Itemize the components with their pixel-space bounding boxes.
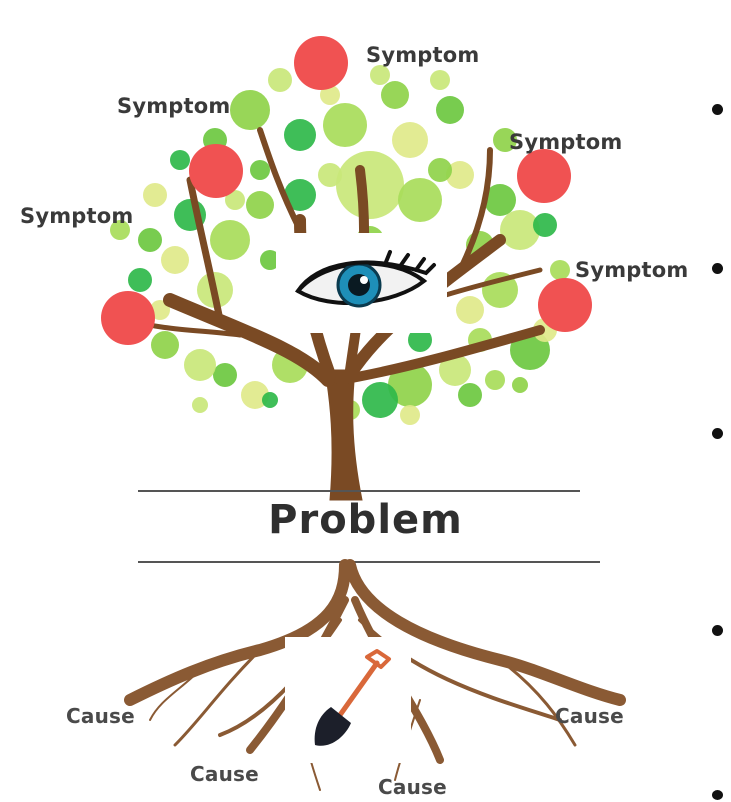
leaf-blob	[170, 150, 190, 170]
symptom-marker	[517, 149, 571, 203]
bullet-dot	[712, 428, 723, 439]
leaf-blob	[400, 405, 420, 425]
symptom-label-left: Symptom	[20, 204, 133, 228]
leaf-blob	[456, 296, 484, 324]
problem-label: Problem	[0, 497, 731, 543]
leaf-blob	[362, 382, 398, 418]
leaf-blob	[151, 331, 179, 359]
eye-panel	[276, 233, 447, 333]
cause-label-right: Cause	[555, 704, 624, 728]
leaf-blob	[392, 122, 428, 158]
leaf-blob	[284, 119, 316, 151]
symptom-label-right: Symptom	[575, 258, 688, 282]
cause-label-bottom-right: Cause	[378, 775, 447, 799]
leaf-blob	[161, 246, 189, 274]
leaf-blob	[398, 178, 442, 222]
leaf-blob	[485, 370, 505, 390]
leaf-blob	[143, 183, 167, 207]
leaf-blob	[500, 210, 540, 250]
leaf-blob	[262, 392, 278, 408]
leaf-blob	[550, 260, 570, 280]
symptom-marker	[294, 36, 348, 90]
leaf-blob	[192, 397, 208, 413]
shovel-panel	[285, 637, 411, 763]
leaf-blob	[436, 96, 464, 124]
leaf-blob	[430, 70, 450, 90]
symptom-marker	[538, 278, 592, 332]
leaf-blob	[336, 151, 404, 219]
symptom-label-top: Symptom	[366, 43, 479, 67]
leaf-blob	[533, 213, 557, 237]
leaf-blob	[138, 228, 162, 252]
leaf-blob	[318, 163, 342, 187]
leaf-blob	[268, 68, 292, 92]
symptom-marker	[101, 291, 155, 345]
leaf-blob	[381, 81, 409, 109]
leaf-blob	[458, 383, 482, 407]
cause-label-bottom-left: Cause	[190, 762, 259, 786]
leaf-blob	[184, 349, 216, 381]
eye-icon	[276, 233, 447, 333]
bullet-dot	[712, 104, 723, 115]
leaf-blob	[128, 268, 152, 292]
leaf-blob	[428, 158, 452, 182]
leaf-blob	[213, 363, 237, 387]
leaf-blob	[210, 220, 250, 260]
symptom-marker	[189, 144, 243, 198]
bullet-dot	[712, 263, 723, 274]
symptom-label-upper-left: Symptom	[117, 94, 230, 118]
leaf-blob	[370, 65, 390, 85]
leaf-blob	[250, 160, 270, 180]
leaf-blob	[230, 90, 270, 130]
bullet-dot	[712, 790, 723, 800]
bullet-dot	[712, 625, 723, 636]
cause-label-left: Cause	[66, 704, 135, 728]
leaf-blob	[323, 103, 367, 147]
symptom-label-upper-right: Symptom	[509, 130, 622, 154]
leaf-blob	[512, 377, 528, 393]
shovel-icon	[285, 637, 411, 763]
leaf-blob	[246, 191, 274, 219]
